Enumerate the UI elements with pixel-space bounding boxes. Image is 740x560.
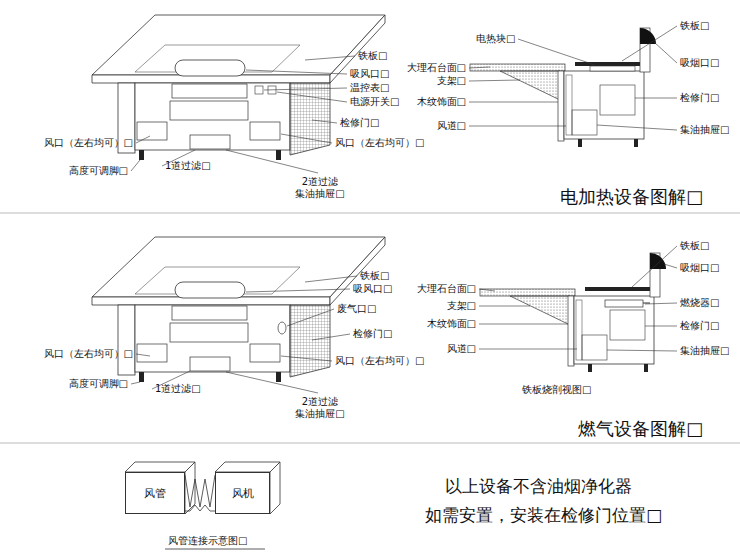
part-label: 大理石台面□ bbox=[417, 283, 476, 295]
part-label: 2道过滤 集油抽屉□ bbox=[290, 396, 350, 420]
part-label: 2道过滤 集油抽屉□ bbox=[290, 176, 350, 200]
part-label: 电源开关□ bbox=[350, 96, 399, 108]
part-label: 废气口□ bbox=[337, 303, 376, 315]
part-label: 吸风口□ bbox=[353, 283, 392, 295]
leader bbox=[469, 67, 490, 68]
leader bbox=[246, 289, 350, 292]
leader bbox=[632, 246, 677, 287]
view-caption: 铁板烧剖视图□ bbox=[522, 384, 591, 396]
leader bbox=[479, 306, 530, 307]
part-label: 集油抽屉□ bbox=[680, 345, 729, 357]
part-label: 支架□ bbox=[447, 300, 476, 312]
leader bbox=[246, 70, 347, 74]
part-label: 检修门□ bbox=[340, 117, 379, 129]
leader bbox=[281, 134, 332, 143]
part-label: 木纹饰面□ bbox=[427, 318, 476, 330]
burner-pipe bbox=[643, 303, 650, 304]
separator bbox=[0, 213, 740, 214]
leader bbox=[469, 126, 566, 127]
part-label: 检修门□ bbox=[680, 92, 719, 104]
leader bbox=[136, 136, 150, 143]
leader bbox=[635, 98, 677, 99]
leader bbox=[305, 276, 357, 282]
part-label: 吸烟口□ bbox=[680, 262, 719, 274]
leader bbox=[226, 372, 318, 393]
part-label: 铁板□ bbox=[360, 270, 389, 282]
part-label: 吸烟口□ bbox=[680, 57, 719, 69]
heating-block bbox=[590, 66, 635, 71]
burner bbox=[605, 300, 643, 307]
leader bbox=[226, 150, 318, 173]
part-label: 集油抽屉□ bbox=[680, 124, 729, 136]
leader bbox=[479, 349, 577, 350]
part-label: 检修门□ bbox=[680, 320, 719, 332]
part-label: 风道□ bbox=[437, 120, 466, 132]
leader bbox=[518, 39, 595, 65]
thermostat bbox=[255, 86, 263, 94]
leader bbox=[597, 125, 677, 130]
duct-box: 风管 bbox=[125, 472, 185, 514]
leader bbox=[469, 102, 558, 103]
part-label: 吸风口□ bbox=[350, 68, 389, 80]
node-text: 风管 bbox=[144, 486, 166, 501]
leader bbox=[664, 264, 677, 268]
fan-top-face bbox=[215, 462, 280, 472]
leader bbox=[305, 56, 355, 60]
figure-caption: 风管连接示意图□ bbox=[168, 535, 247, 547]
leader bbox=[654, 42, 677, 63]
node-text: 风机 bbox=[232, 486, 254, 501]
leader bbox=[281, 356, 332, 361]
part-label: 风口（左右均可）□ bbox=[44, 348, 133, 360]
leader bbox=[469, 80, 520, 81]
leader bbox=[312, 120, 337, 123]
part-label: 支架□ bbox=[437, 75, 466, 87]
caption-underline bbox=[165, 549, 265, 550]
part-label: 高度可调脚□ bbox=[69, 165, 128, 177]
flex-connector bbox=[185, 475, 215, 511]
leader bbox=[645, 326, 677, 327]
part-label: 木纹饰面□ bbox=[417, 96, 466, 108]
leader bbox=[131, 160, 140, 171]
part-label: 铁板□ bbox=[358, 50, 387, 62]
fan-box: 风机 bbox=[215, 472, 270, 514]
separator bbox=[0, 443, 740, 444]
electric-section bbox=[470, 28, 656, 147]
gas-section bbox=[480, 253, 666, 372]
leader bbox=[287, 309, 334, 326]
fan-side-face bbox=[270, 462, 280, 514]
leader bbox=[136, 354, 150, 356]
leader bbox=[645, 303, 677, 304]
part-label: 风口（左右均可）□ bbox=[44, 137, 133, 149]
leader bbox=[607, 350, 677, 351]
section-title: 燃气设备图解□ bbox=[578, 418, 703, 440]
part-label: 大理石台面□ bbox=[407, 62, 466, 74]
part-label: 风口（左右均可）□ bbox=[335, 355, 424, 367]
section-title: 电加热设备图解□ bbox=[560, 186, 703, 208]
part-label: 1道过滤□ bbox=[165, 160, 211, 172]
part-label: 1道过滤□ bbox=[155, 383, 201, 395]
leader bbox=[277, 92, 347, 102]
part-label: 检修门□ bbox=[353, 328, 392, 340]
part-label: 风口（左右均可）□ bbox=[335, 137, 424, 149]
leader bbox=[264, 88, 347, 90]
part-label: 高度可调脚□ bbox=[69, 378, 128, 390]
note-text: 如需安置，安装在检修门位置□ bbox=[425, 505, 662, 526]
part-label: 温控表□ bbox=[350, 82, 389, 94]
leader bbox=[312, 334, 350, 340]
leader-lines bbox=[131, 26, 677, 393]
duct-top-face bbox=[125, 462, 195, 472]
exhaust-port bbox=[278, 322, 286, 334]
part-label: 铁板□ bbox=[680, 240, 709, 252]
leader bbox=[479, 289, 495, 291]
note-text: 以上设备不含油烟净化器 bbox=[445, 476, 632, 497]
leader bbox=[131, 382, 140, 384]
part-label: 电热块□ bbox=[476, 33, 515, 45]
part-label: 铁板□ bbox=[680, 20, 709, 32]
leader bbox=[479, 324, 568, 325]
part-label: 燃烧器□ bbox=[680, 297, 719, 309]
part-label: 风道□ bbox=[447, 343, 476, 355]
